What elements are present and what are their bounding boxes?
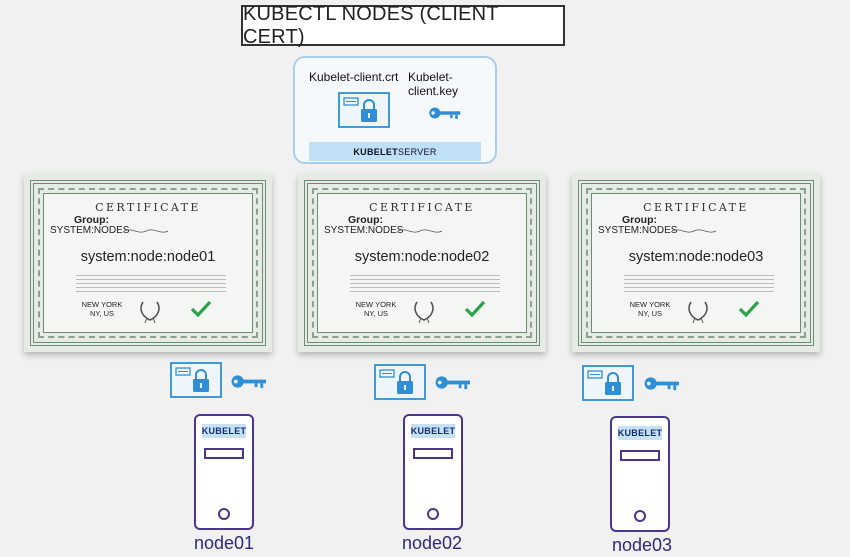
group-value: SYSTEM:NODES	[598, 225, 678, 236]
drive-slot	[204, 448, 244, 459]
certificate-node03: CERTIFICATE Group: SYSTEM:NODES system:n…	[572, 174, 820, 352]
location-city: NEW YORK	[81, 300, 123, 309]
fine-print	[76, 272, 226, 294]
node03-name: node03	[611, 535, 673, 555]
node01-certificate-lock-icon	[170, 362, 222, 398]
laurel-seal-icon	[140, 301, 160, 324]
location-state: NY, US	[637, 309, 663, 318]
certificate-lock-icon	[338, 92, 390, 128]
kubelet-node02: KUBELET	[403, 414, 463, 530]
drive-slot	[413, 448, 453, 459]
client-cert-label: Kubelet-client.crt	[309, 70, 399, 84]
location-state: NY, US	[363, 309, 389, 318]
power-indicator	[427, 508, 439, 520]
node02-key-icon	[434, 374, 472, 391]
kubelet-server-box: Kubelet-client.crt Kubelet-client.key KU…	[293, 56, 497, 164]
server-bar-bold: KUBELET	[353, 146, 398, 157]
fine-print	[624, 272, 774, 294]
kubelet-server-bar: KUBELET SERVER	[309, 142, 481, 161]
laurel-seal-icon	[688, 301, 708, 324]
location-state: NY, US	[89, 309, 115, 318]
group-value: SYSTEM:NODES	[50, 225, 130, 236]
kubelet-label: KUBELET	[201, 424, 247, 438]
kubelet-label: KUBELET	[617, 426, 663, 440]
drive-slot	[620, 450, 660, 461]
group-label: Group:	[348, 214, 383, 226]
node02-name: node02	[401, 533, 463, 553]
client-key-label: Kubelet-client.key	[408, 70, 459, 98]
location-city: NEW YORK	[355, 300, 397, 309]
power-indicator	[218, 508, 230, 520]
location-city: NEW YORK	[629, 300, 671, 309]
certificate-subject: system:node:node03	[628, 249, 764, 265]
laurel-seal-icon	[414, 301, 434, 324]
certificate-heading: CERTIFICATE	[369, 201, 475, 214]
node01-name: node01	[193, 533, 255, 553]
node03-key-icon	[643, 375, 681, 392]
fine-print	[350, 272, 500, 294]
checkmark-icon	[464, 300, 486, 318]
group-value: SYSTEM:NODES	[324, 225, 404, 236]
certificate-heading: CERTIFICATE	[643, 201, 749, 214]
node02-certificate-lock-icon	[374, 364, 426, 400]
power-indicator	[634, 510, 646, 522]
kubelet-node01: KUBELET	[194, 414, 254, 530]
node03-certificate-lock-icon	[582, 365, 634, 401]
checkmark-icon	[738, 300, 760, 318]
certificate-subject: system:node:node01	[80, 249, 216, 265]
flourish-ornament	[124, 229, 168, 233]
node01-key-icon	[230, 373, 268, 390]
certificate-subject: system:node:node02	[354, 249, 490, 265]
kubelet-node03: KUBELET	[610, 416, 670, 532]
flourish-ornament	[398, 229, 442, 233]
certificate-location: NEW YORK NY, US	[72, 300, 132, 318]
certificate-heading: CERTIFICATE	[95, 201, 201, 214]
group-label: Group:	[74, 214, 109, 226]
server-bar-rest: SERVER	[397, 146, 437, 157]
key-icon	[428, 105, 462, 121]
checkmark-icon	[190, 300, 212, 318]
certificate-node02: CERTIFICATE Group: SYSTEM:NODES system:n…	[298, 174, 546, 352]
flourish-ornament	[672, 229, 716, 233]
diagram-title: KUBECTL NODES (CLIENT CERT)	[241, 3, 565, 48]
group-label: Group:	[622, 214, 657, 226]
kubelet-label: KUBELET	[410, 424, 456, 438]
certificate-location: NEW YORK NY, US	[346, 300, 406, 318]
certificate-location: NEW YORK NY, US	[620, 300, 680, 318]
certificate-node01: CERTIFICATE Group: SYSTEM:NODES system:n…	[24, 174, 272, 352]
